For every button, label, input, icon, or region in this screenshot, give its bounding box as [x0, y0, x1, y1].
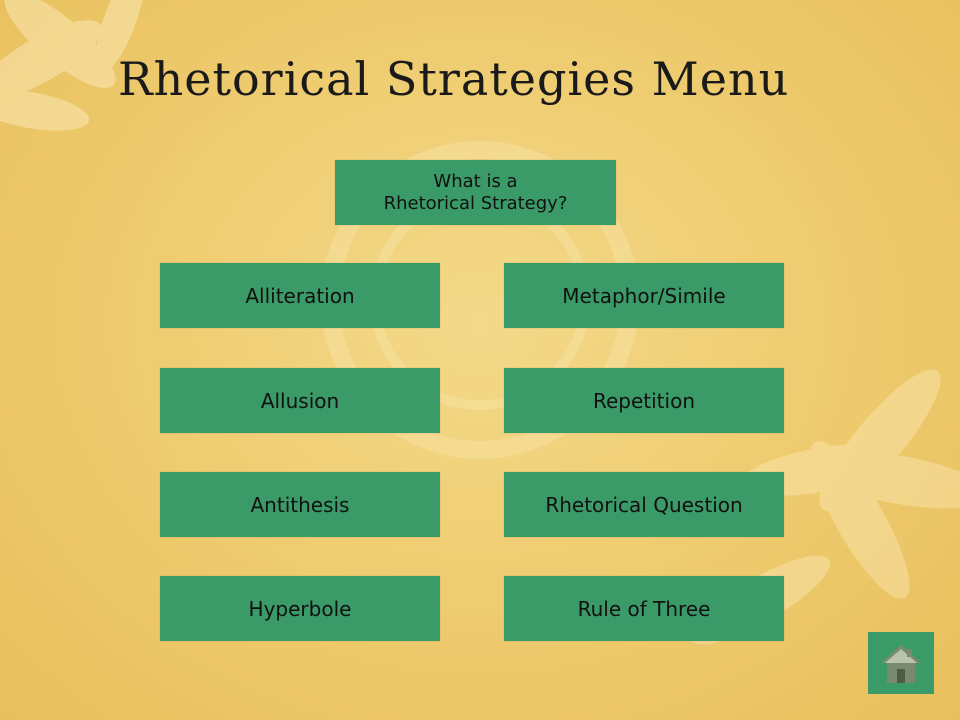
home-button[interactable] — [868, 632, 934, 694]
allusion-button[interactable]: Allusion — [160, 368, 440, 433]
metaphor-simile-button[interactable]: Metaphor/Simile — [504, 263, 784, 328]
intro-label-line1: What is a — [433, 170, 518, 192]
rhetorical-question-button[interactable]: Rhetorical Question — [504, 472, 784, 537]
hyperbole-button[interactable]: Hyperbole — [160, 576, 440, 641]
antithesis-button[interactable]: Antithesis — [160, 472, 440, 537]
intro-label-line2: Rhetorical Strategy? — [383, 192, 568, 214]
what-is-rhetorical-strategy-button[interactable]: What is a Rhetorical Strategy? — [335, 160, 616, 225]
repetition-button[interactable]: Repetition — [504, 368, 784, 433]
home-icon — [881, 645, 921, 683]
page-title: Rhetorical Strategies Menu — [118, 52, 790, 106]
alliteration-button[interactable]: Alliteration — [160, 263, 440, 328]
rule-of-three-button[interactable]: Rule of Three — [504, 576, 784, 641]
